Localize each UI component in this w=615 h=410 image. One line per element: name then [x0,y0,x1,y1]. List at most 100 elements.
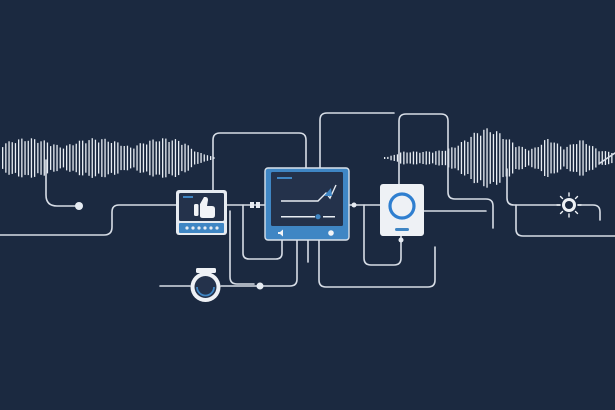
waveform-bar [152,139,154,177]
waveform-bar [419,152,421,164]
waveform-bar [451,147,453,169]
waveform-bar [206,155,209,161]
waveform-bar [75,143,77,173]
waveform-bar [480,135,482,181]
waveform-bar [11,142,13,174]
waveform-bar [72,145,74,171]
waveform-bar [37,142,39,174]
waveform-bar [213,157,215,159]
waveform-bar [5,143,7,173]
waveform-bar [62,148,65,168]
waveform-bar [162,138,164,178]
waveform-bar [21,138,23,178]
waveform-bar [412,151,415,165]
monitor-slider-knob[interactable] [315,214,321,220]
waveform-bar [425,151,427,165]
waveform-bar [499,133,501,183]
wire-hand-top [212,132,307,191]
waveform-bar [547,139,549,177]
monitor-button-icon[interactable] [328,230,334,236]
node-monitor-right [351,202,357,208]
waveform-bar [94,139,97,177]
main-monitor[interactable] [264,167,350,241]
waveform-bar [435,151,437,165]
waveform-bar [496,131,498,185]
camera-lens-icon[interactable] [190,268,221,302]
wire-right-wave-tail [599,152,615,164]
waveform-bar [187,145,189,171]
wire-sensor-right [577,204,601,221]
waveform-bar [40,141,42,175]
waveform-bar [476,133,479,183]
waveform-bar [197,152,199,164]
waveform-bar [403,151,405,165]
node-hand-right-a [250,202,254,208]
waveform-bar [601,151,603,165]
waveform-bar [104,138,106,178]
wire-sensor-loop [515,204,615,237]
waveform-bar [508,139,511,177]
waveform-bar [117,142,119,174]
waveform-bar [492,134,495,182]
waveform-bar [585,144,587,172]
waveform-bar [444,150,447,166]
waveform-bar [123,146,125,171]
waveform-bar [136,145,138,171]
waveform-bar [27,140,29,176]
waveform-bar [470,136,472,179]
waveform-bar [550,142,552,174]
waveform-bar [595,148,597,168]
waveform-bar [409,152,411,164]
waveform-bar [120,145,122,171]
wire-left-main [0,204,177,236]
waveform-bar [441,150,443,166]
waveform-bar [467,141,469,174]
waveform-bar [210,156,212,160]
waveform-bar [56,144,58,172]
hand-device-keypad [179,223,224,233]
smart-speaker[interactable] [380,184,424,236]
waveform-bar [387,156,389,159]
waveform-bar [78,140,81,176]
node-left [75,202,83,210]
waveform-bar [46,142,49,174]
waveform-bar [8,141,10,175]
waveform-bar [203,154,205,162]
thumbs-up-icon [194,197,215,218]
waveform-bar [454,147,456,169]
waveform-bar [181,144,183,172]
hand-device[interactable] [176,190,227,235]
node-speaker [398,237,404,243]
waveform-bar [460,142,463,174]
wire-sensor-line [506,168,561,206]
waveform-bar [396,154,399,162]
left-waveform-icon [2,138,215,178]
waveform-bar [537,147,539,169]
waveform-bar [534,147,536,169]
waveform-bar [505,139,507,177]
wire-monitor-top [319,112,395,169]
waveform-bar [384,157,386,159]
waveform-bar [524,148,527,167]
waveform-bar [464,140,466,176]
wire-hand-drop-b [229,210,255,285]
waveform-bar [588,145,591,171]
waveform-bar [30,138,33,178]
waveform-bar [130,147,132,169]
waveform-bar [457,145,459,171]
connector-nodes [75,202,404,290]
waveform-bar [165,138,167,178]
node-hand-right-b [256,202,260,208]
waveform-bar [473,132,475,184]
waveform-bar [85,143,87,173]
waveform-bar [69,144,71,172]
waveform-bar [544,140,546,176]
waveform-bar [24,141,26,175]
sun-sensor-icon[interactable] [556,192,582,218]
waveform-bar [611,153,613,164]
waveform-bar [34,139,36,177]
waveform-bar [107,141,109,175]
waveform-bar [158,141,161,175]
